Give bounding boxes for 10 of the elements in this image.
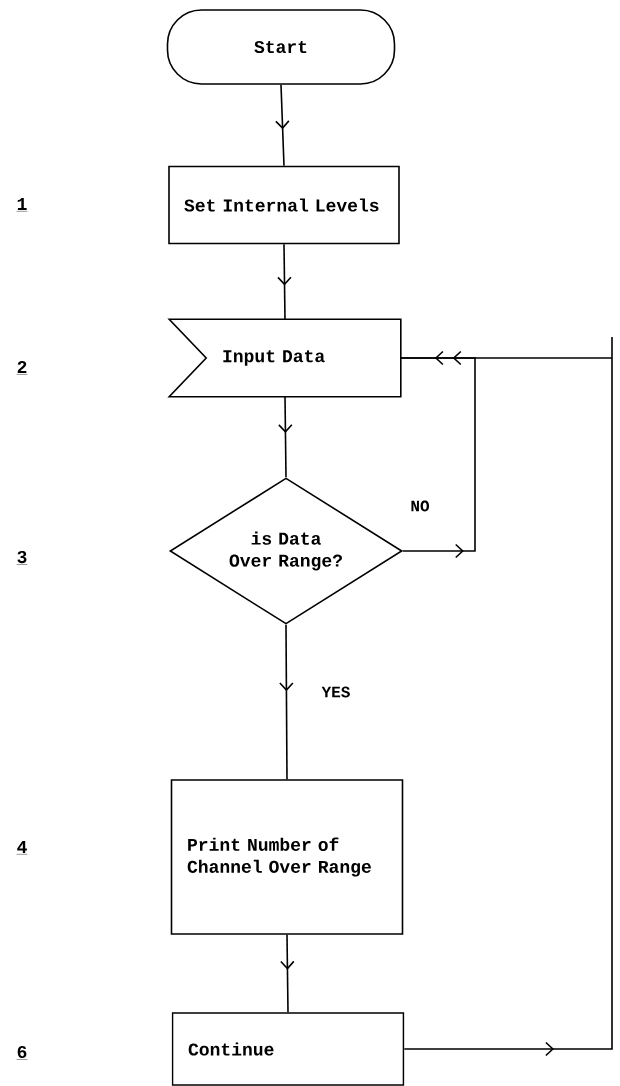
process-box: Continue: [171, 1012, 405, 1086]
step-number: 1: [16, 198, 28, 212]
step-number: 6: [16, 1045, 28, 1060]
step-number: 3: [16, 550, 28, 565]
process-box: Set Internal Levels: [168, 165, 400, 245]
edge-label: NO: [409, 499, 431, 513]
edge-label: YES: [320, 685, 352, 699]
process-box: Print Number of Channel Over Range: [170, 779, 404, 935]
step-number: 4: [16, 841, 28, 855]
step-number: 2: [16, 361, 28, 375]
